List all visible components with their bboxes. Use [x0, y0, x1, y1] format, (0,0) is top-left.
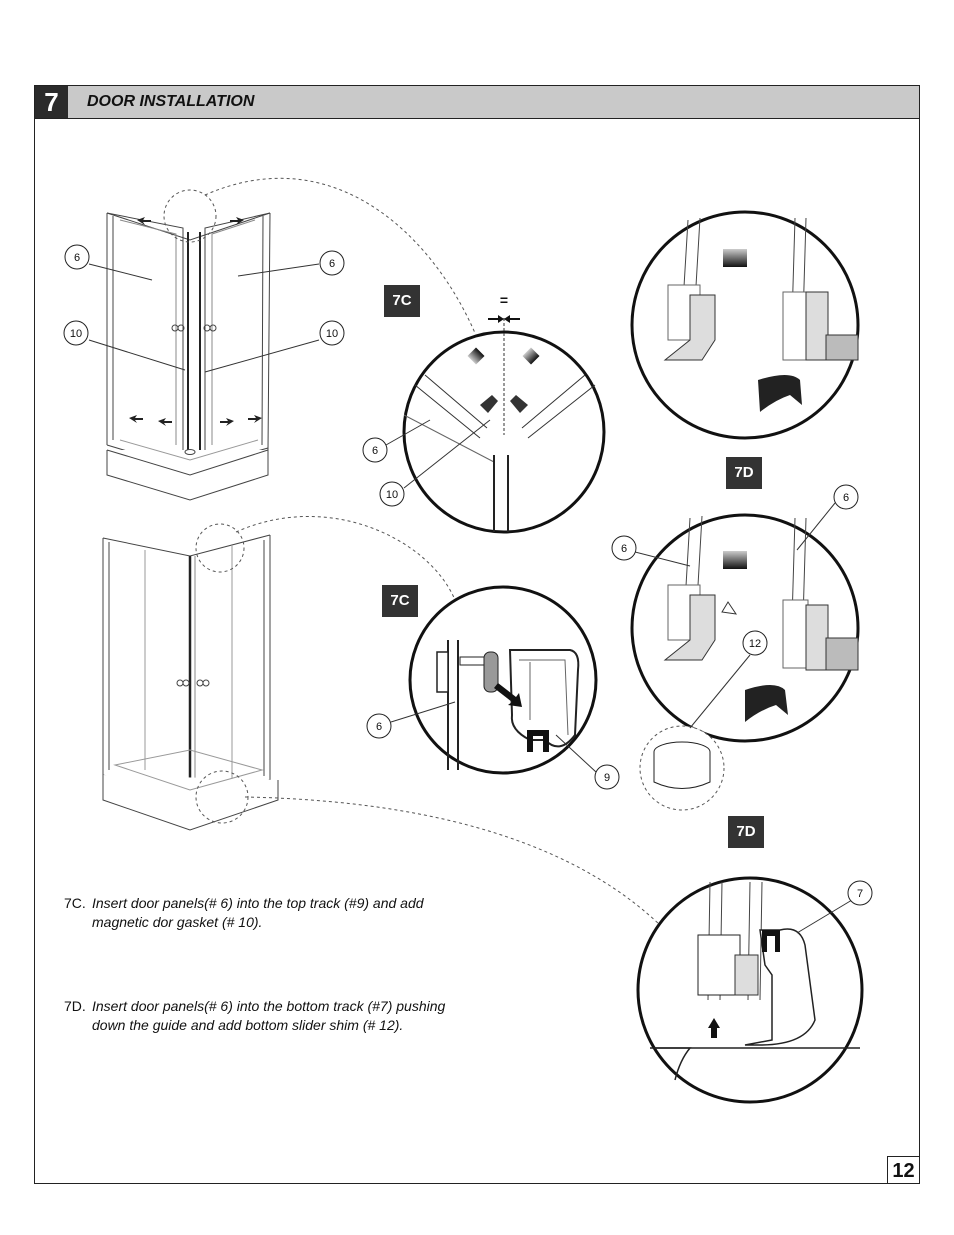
instruction-7c: 7C. Insert door panels(# 6) into the top… — [64, 894, 444, 932]
callout-10-a: 10 — [70, 328, 82, 340]
shower-enclosure-closed — [102, 534, 279, 831]
tag-7d-bottom: 7D — [728, 816, 764, 848]
callout-10-c: 10 — [386, 489, 398, 501]
arrow-group-top — [129, 217, 262, 426]
detail-7d-middle — [630, 513, 860, 743]
page-frame: 7 DOOR INSTALLATION 12 — [34, 85, 920, 1184]
callout-6-a: 6 — [74, 252, 80, 264]
detail-7d-bottom — [636, 876, 864, 1104]
callout-12: 12 — [749, 638, 761, 650]
detail-7c-middle — [408, 585, 598, 775]
tag-7c-top: 7C — [384, 285, 420, 317]
detail-7d-top — [630, 210, 860, 440]
equal-sign: = — [500, 292, 508, 308]
shower-enclosure-open — [106, 212, 271, 501]
callout-circles — [63, 244, 873, 906]
shim-detail — [639, 654, 751, 811]
section-title: DOOR INSTALLATION — [87, 93, 255, 110]
instruction-text: Insert door panels(# 6) into the top tra… — [92, 895, 424, 930]
callout-6-c: 6 — [372, 445, 378, 457]
callout-6-f: 6 — [843, 492, 849, 504]
page-number: 12 — [887, 1156, 920, 1184]
step-number: 7 — [35, 86, 68, 118]
callout-6-d: 6 — [376, 721, 382, 733]
callout-7: 7 — [857, 888, 863, 900]
instruction-code: 7C. — [64, 895, 86, 911]
instruction-7d: 7D. Insert door panels(# 6) into the bot… — [64, 997, 464, 1035]
instruction-code: 7D. — [64, 998, 86, 1014]
tag-7d-top: 7D — [726, 457, 762, 489]
callout-6-e: 6 — [621, 543, 627, 555]
callout-9: 9 — [604, 772, 610, 784]
detail-7c-top — [402, 315, 606, 534]
callout-6-b: 6 — [329, 258, 335, 270]
instruction-text: Insert door panels(# 6) into the bottom … — [92, 998, 446, 1033]
callout-10-b: 10 — [326, 328, 338, 340]
section-header: 7 DOOR INSTALLATION — [35, 86, 919, 119]
tag-7c-middle: 7C — [382, 585, 418, 617]
